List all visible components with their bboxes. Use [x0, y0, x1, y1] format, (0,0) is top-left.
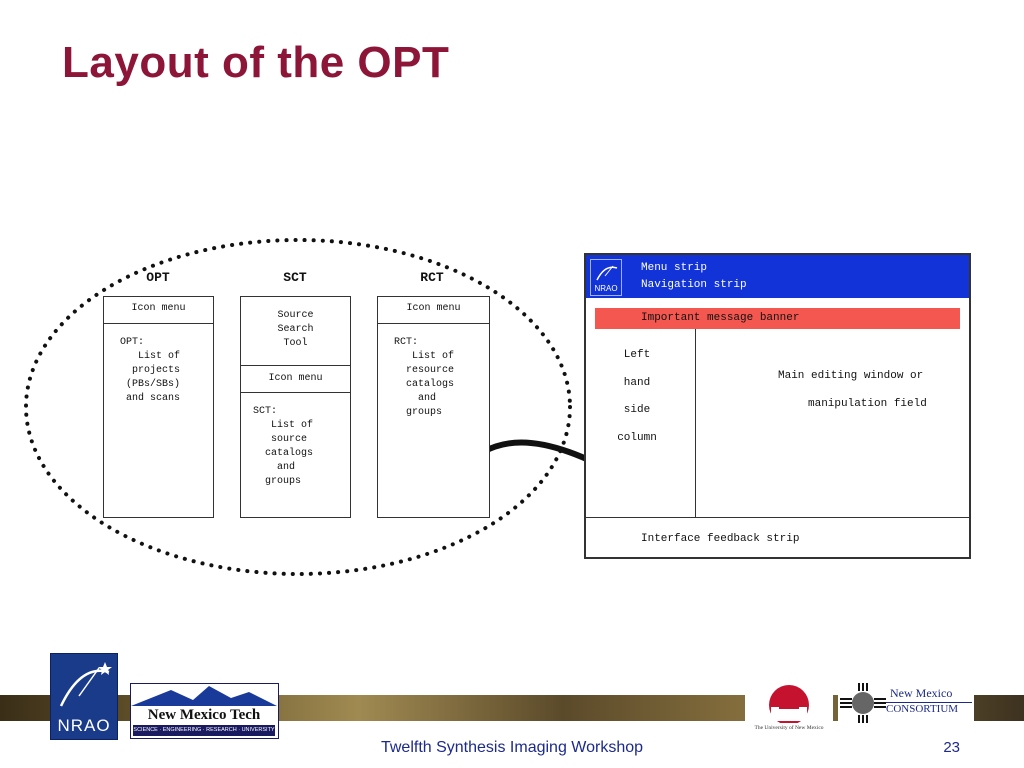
nmc-line1: New Mexico	[890, 686, 953, 700]
nrao-label: NRAO	[57, 716, 111, 735]
unm-logo: The University of New Mexico	[745, 683, 833, 739]
rct-heading: RCT	[420, 270, 444, 285]
zia-sun-icon	[840, 683, 886, 723]
nrao-logo: NRAO	[50, 653, 118, 740]
left-hand-column: Left hand side column	[606, 342, 668, 452]
nrao-mini-logo: NRAO	[590, 259, 622, 296]
nm-consortium-logo: New Mexico CONSORTIUM	[838, 683, 974, 723]
sct-source-search-tool: Source Search Tool	[277, 310, 314, 349]
menu-strip: Menu strip	[641, 262, 708, 274]
opt-layout-mockup: NRAO Menu strip Navigation strip Importa…	[584, 253, 971, 559]
nrao-mini-label: NRAO	[594, 284, 618, 293]
sct-list: SCT: List of source catalogs and groups	[241, 392, 350, 489]
sct-heading: SCT	[283, 270, 307, 285]
left-column-line: column	[617, 431, 657, 444]
unm-emblem-icon	[769, 685, 809, 725]
message-banner: Important message banner	[595, 308, 960, 329]
rct-list: RCT: List of resource catalogs and group…	[378, 323, 489, 420]
feedback-separator	[586, 517, 969, 518]
feedback-strip: Interface feedback strip	[641, 533, 800, 545]
mountain-icon	[131, 686, 277, 706]
footer-text: Twelfth Synthesis Imaging Workshop	[380, 739, 644, 756]
sct-icon-menu: Icon menu	[241, 365, 350, 392]
sct-column: Source Search Tool Icon menu SCT: List o…	[240, 296, 351, 518]
page-number: 23	[943, 739, 960, 756]
rct-icon-menu: Icon menu	[406, 303, 461, 314]
opt-icon-menu: Icon menu	[131, 303, 186, 314]
new-mexico-tech-logo: New Mexico Tech SCIENCE · ENGINEERING · …	[130, 683, 279, 739]
opt-column: Icon menu OPT: List of projects (PBs/SBs…	[103, 296, 214, 518]
slide-title: Layout of the OPT	[62, 38, 450, 87]
main-window-label-1: Main editing window or	[778, 370, 924, 382]
rct-column: Icon menu RCT: List of resource catalogs…	[377, 296, 490, 518]
left-column-line: hand	[623, 376, 651, 389]
left-column-line: side	[623, 404, 651, 416]
column-divider	[695, 329, 696, 517]
left-column-line: Left	[623, 349, 651, 361]
menu-navigation-bar: NRAO Menu strip Navigation strip	[586, 255, 969, 298]
nmt-tagline: SCIENCE · ENGINEERING · RESEARCH · UNIVE…	[133, 725, 275, 736]
opt-list: OPT: List of projects (PBs/SBs) and scan…	[104, 323, 213, 406]
unm-label: The University of New Mexico	[754, 725, 824, 731]
nmt-name: New Mexico Tech	[147, 707, 261, 723]
telescope-icon	[596, 265, 618, 281]
nmc-line2: CONSORTIUM	[886, 702, 972, 715]
opt-heading: OPT	[146, 270, 170, 285]
navigation-strip: Navigation strip	[641, 279, 747, 291]
grouping-ellipse	[24, 238, 572, 576]
telescope-icon	[59, 662, 112, 707]
main-window-label-2: manipulation field	[808, 398, 927, 410]
banner-label: Important message banner	[641, 312, 800, 324]
